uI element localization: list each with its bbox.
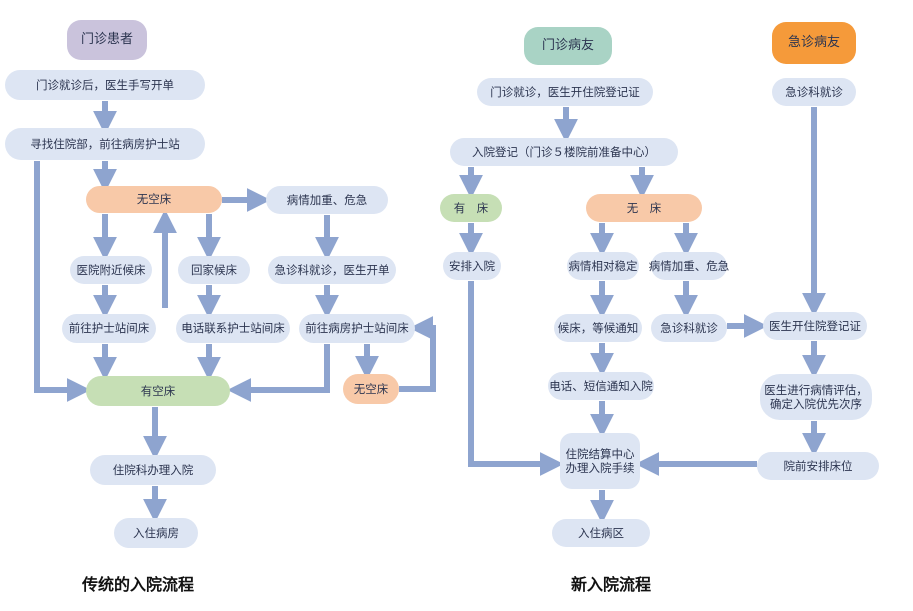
left-arrow-3: [34, 161, 91, 402]
left-ask-nurse: 前往护士站间床: [62, 314, 156, 343]
right-sms-notify: 电话、短信通知入院: [548, 372, 654, 400]
right-pre-arrange-bed: 院前安排床位: [757, 452, 879, 480]
left-step-1: 门诊就诊后，医生手写开单: [5, 70, 205, 100]
right-bed-available: 有 床: [440, 194, 502, 222]
right-register-cert: 门诊就诊，医生开住院登记证: [477, 78, 653, 106]
left-admission-office: 住院科办理入院: [90, 455, 216, 485]
right-emergency-step-1: 急诊科就诊: [772, 78, 856, 106]
right-enter-ward: 入住病区: [552, 519, 650, 547]
left-bed-available: 有空床: [86, 376, 230, 406]
right-stable: 病情相对稳定: [567, 252, 639, 280]
right-title-emergency: 急诊病友: [772, 22, 856, 64]
left-wait-home: 回家候床: [178, 256, 250, 284]
left-condition-worse: 病情加重、危急: [266, 186, 388, 214]
right-no-bed: 无 床: [586, 194, 702, 222]
right-emergency-visit: 急诊科就诊: [651, 314, 727, 342]
left-arrow-14: [227, 344, 330, 402]
right-arrow-5: [468, 281, 564, 476]
right-admission-register: 入院登记（门诊５楼院前准备中心）: [450, 138, 678, 166]
left-step-2: 寻找住院部，前往病房护士站: [5, 128, 205, 160]
right-arrange-admission: 安排入院: [443, 252, 501, 280]
left-arrow-16: [399, 316, 436, 392]
right-assessment: 医生进行病情评估， 确定入院优先次序: [760, 374, 872, 420]
left-caption: 传统的入院流程: [82, 575, 195, 594]
left-go-ward-nurse: 前往病房护士站间床: [299, 314, 415, 343]
left-title: 门诊患者: [67, 20, 147, 60]
left-enter-ward: 入住病房: [114, 518, 198, 548]
left-wait-nearby: 医院附近候床: [70, 256, 152, 284]
right-caption: 新入院流程: [571, 575, 652, 594]
right-condition-worse: 病情加重、危急: [649, 252, 729, 280]
left-no-bed-2: 无空床: [343, 374, 399, 404]
left-emergency-visit: 急诊科就诊，医生开单: [268, 256, 396, 284]
right-settlement-center: 住院结算中心 办理入院手续: [560, 433, 640, 489]
right-wait-notify: 候床，等候通知: [554, 314, 642, 342]
right-emergency-cert: 医生开住院登记证: [763, 312, 867, 340]
right-title-outpatient: 门诊病友: [524, 27, 612, 65]
left-call-nurse: 电话联系护士站间床: [176, 314, 290, 343]
left-no-bed-1: 无空床: [86, 186, 222, 213]
